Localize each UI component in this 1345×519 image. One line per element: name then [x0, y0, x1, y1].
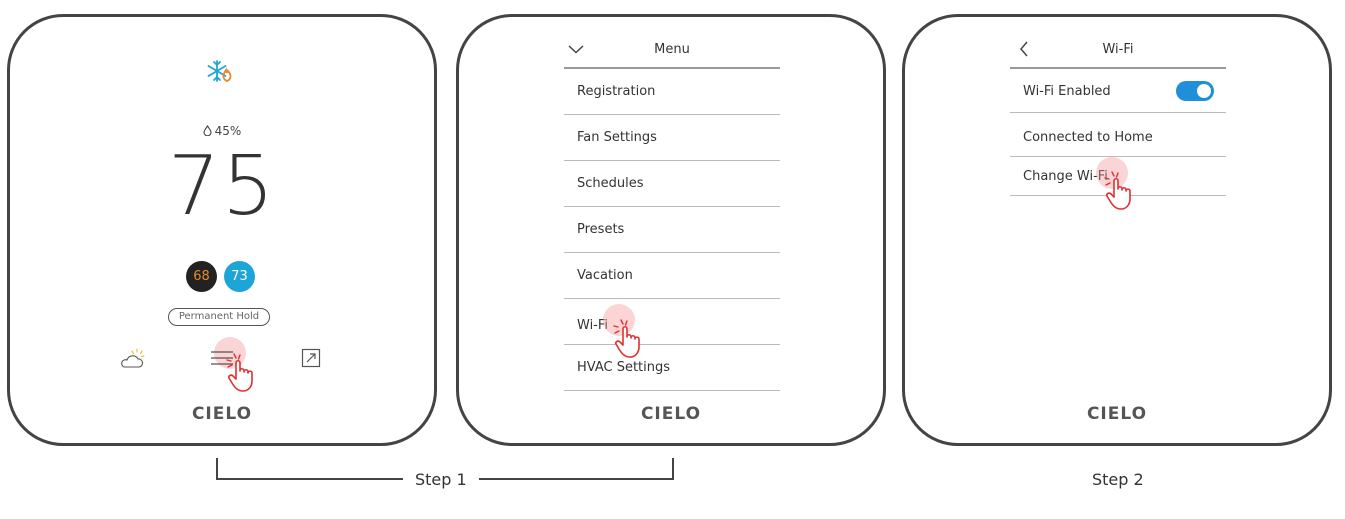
weather-icon[interactable]: [118, 347, 148, 371]
current-temperature: 75: [167, 139, 277, 234]
wifi-enabled-label: Wi-Fi Enabled: [1023, 84, 1111, 99]
menu-item-registration[interactable]: Registration: [564, 69, 780, 115]
step2-label: Step 2: [1092, 470, 1144, 489]
menu-item-vacation[interactable]: Vacation: [564, 253, 780, 299]
menu-icon[interactable]: [210, 349, 234, 367]
menu-item-wifi[interactable]: Wi-Fi: [564, 299, 780, 345]
tap-hand-icon: [1104, 171, 1131, 210]
wifi-list: Wi-Fi Enabled Connected to Home Change W…: [1010, 69, 1226, 196]
heat-setpoint[interactable]: 68: [186, 261, 217, 292]
cielo-logo: CIELO: [1086, 404, 1148, 424]
thermostat-home-screen: 45% 75 68 73 Permanent Hold CIELO: [7, 14, 437, 446]
tap-hand-icon: [613, 319, 640, 358]
chevron-down-icon[interactable]: [568, 44, 584, 54]
menu-item-hvac-settings[interactable]: HVAC Settings: [564, 345, 780, 391]
wifi-title: Wi-Fi: [1102, 42, 1134, 57]
heat-cool-mode-icon: [207, 60, 232, 82]
humidity-readout: 45%: [10, 124, 434, 138]
expand-icon[interactable]: [301, 348, 321, 368]
drop-icon: [203, 125, 212, 137]
menu-title: Menu: [654, 42, 690, 57]
chevron-left-icon[interactable]: [1018, 41, 1030, 57]
change-wifi-label: Change Wi-Fi: [1023, 169, 1108, 184]
thermostat-wifi-screen: Wi-Fi Wi-Fi Enabled Connected to Home Ch…: [902, 14, 1332, 446]
menu-list: Registration Fan Settings Schedules Pres…: [564, 69, 780, 391]
thermostat-menu-screen: Menu Registration Fan Settings Schedules…: [456, 14, 886, 446]
menu-item-fan-settings[interactable]: Fan Settings: [564, 115, 780, 161]
step1-label: Step 1: [403, 470, 479, 489]
cool-setpoint[interactable]: 73: [224, 261, 255, 292]
humidity-value: 45%: [214, 124, 242, 138]
wifi-header: Wi-Fi: [1010, 35, 1226, 69]
hold-status-badge[interactable]: Permanent Hold: [168, 308, 270, 326]
wifi-enabled-row[interactable]: Wi-Fi Enabled: [1010, 69, 1226, 113]
menu-item-presets[interactable]: Presets: [564, 207, 780, 253]
wifi-enabled-toggle[interactable]: [1176, 81, 1214, 101]
cielo-logo: CIELO: [191, 404, 253, 424]
connected-network-row: Connected to Home: [1010, 113, 1226, 157]
menu-item-schedules[interactable]: Schedules: [564, 161, 780, 207]
cielo-logo: CIELO: [640, 404, 702, 424]
tap-hand-icon: [226, 353, 253, 392]
menu-header: Menu: [564, 35, 780, 69]
connected-label: Connected to Home: [1023, 130, 1153, 145]
